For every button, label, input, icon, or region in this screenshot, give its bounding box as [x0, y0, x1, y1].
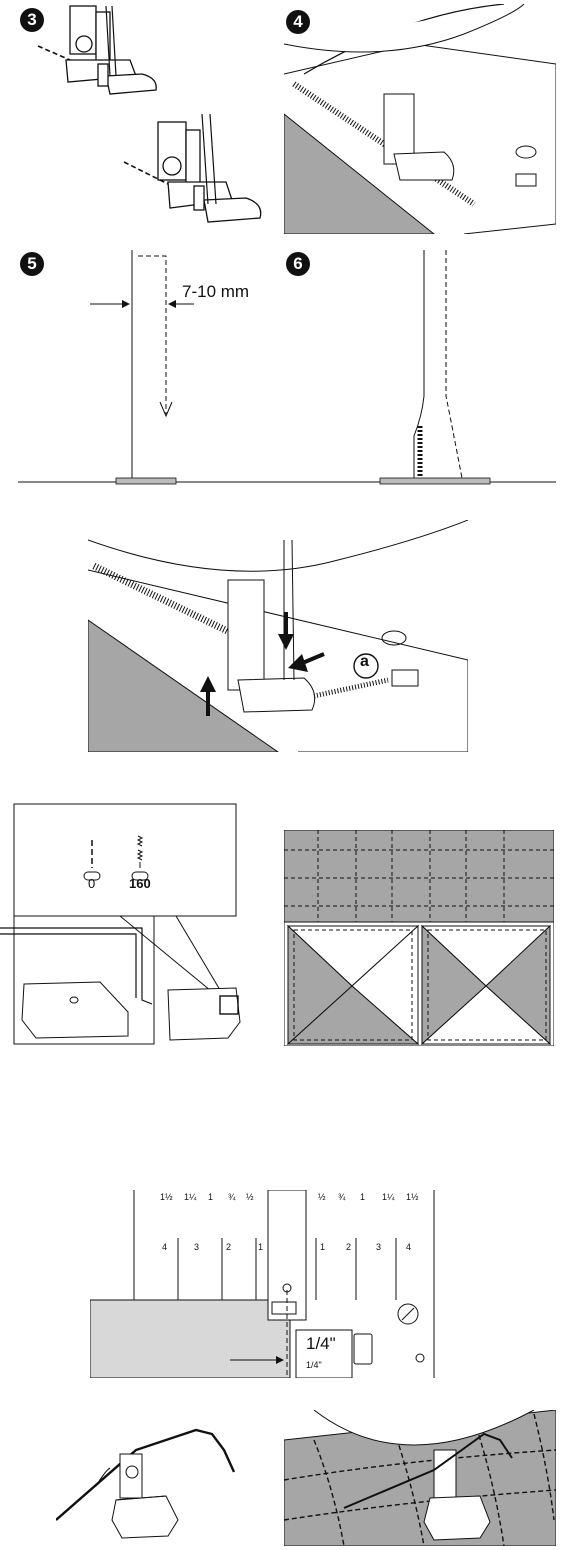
stitch-number-160: 160 — [129, 876, 151, 891]
quilting-guide-in-use-illustration — [284, 1410, 556, 1546]
seam-allowance-label: 7-10 mm — [182, 282, 250, 301]
step-6-panel: 6 — [284, 246, 556, 494]
guide-label: 1/4" — [306, 1334, 336, 1353]
zipper-detail-panel: a — [88, 520, 468, 752]
quilting-guide-in-use-panel — [284, 1410, 556, 1546]
ruler-left-1: 1½ — [160, 1192, 173, 1202]
ruler-right-1: ½ — [318, 1192, 326, 1202]
ruler-right-4: 1¼ — [382, 1192, 395, 1202]
quilting-guide-foot-panel — [56, 1410, 256, 1542]
quilt-pattern-panel — [284, 830, 554, 1046]
cm-left-3: 3 — [194, 1242, 200, 1252]
step-5-badge: 5 — [20, 252, 44, 276]
cm-right-2: 2 — [346, 1242, 352, 1252]
cm-right-4: 4 — [406, 1242, 412, 1252]
cm-right-3: 3 — [376, 1242, 382, 1252]
zipper-feet-illustration — [37, 5, 262, 223]
step-5-panel: 5 7-10 mm — [18, 246, 284, 494]
zipper-detail-illustration — [88, 520, 468, 752]
cm-left-1: 1 — [258, 1242, 264, 1252]
ruler-left-2: 1¼ — [184, 1192, 197, 1202]
stitch-foot-illustration — [0, 803, 241, 1045]
needle-plate-illustration — [90, 1190, 440, 1378]
quilting-guide-foot-illustration — [56, 1428, 236, 1539]
cm-left-4: 4 — [162, 1242, 168, 1252]
ruler-right-3: 1 — [360, 1192, 366, 1202]
ruler-left-4: ¾ — [228, 1192, 236, 1202]
ruler-left-3: 1 — [208, 1192, 214, 1202]
step-3-badge: 3 — [20, 8, 44, 32]
plate-label: 1/4" — [306, 1360, 322, 1370]
stitch-number-0: 0 — [88, 876, 96, 891]
finished-zipper-diagram — [284, 250, 556, 485]
ruler-right-2: ¾ — [338, 1192, 346, 1202]
callout-a-label: a — [360, 653, 369, 670]
seam-allowance-diagram — [18, 250, 284, 485]
sewing-zipper-illustration — [284, 4, 556, 234]
step-6-badge: 6 — [286, 252, 310, 276]
stitch-selection-panel: 0 160 — [0, 800, 262, 1048]
ruler-left-5: ½ — [246, 1192, 254, 1202]
quilt-pattern-illustration — [284, 830, 554, 1046]
quarter-inch-gauge-panel: 1/4" 1/4" 1½ 1¼ 1 ¾ ½ ½ ¾ 1 1¼ 1½ 4 3 2 … — [90, 1190, 440, 1378]
step-3-panel: 3 — [18, 4, 278, 232]
cm-right-1: 1 — [320, 1242, 326, 1252]
step-4-badge: 4 — [286, 10, 310, 34]
ruler-right-5: 1½ — [406, 1192, 419, 1202]
step-4-panel: 4 — [284, 4, 556, 234]
cm-left-2: 2 — [226, 1242, 232, 1252]
